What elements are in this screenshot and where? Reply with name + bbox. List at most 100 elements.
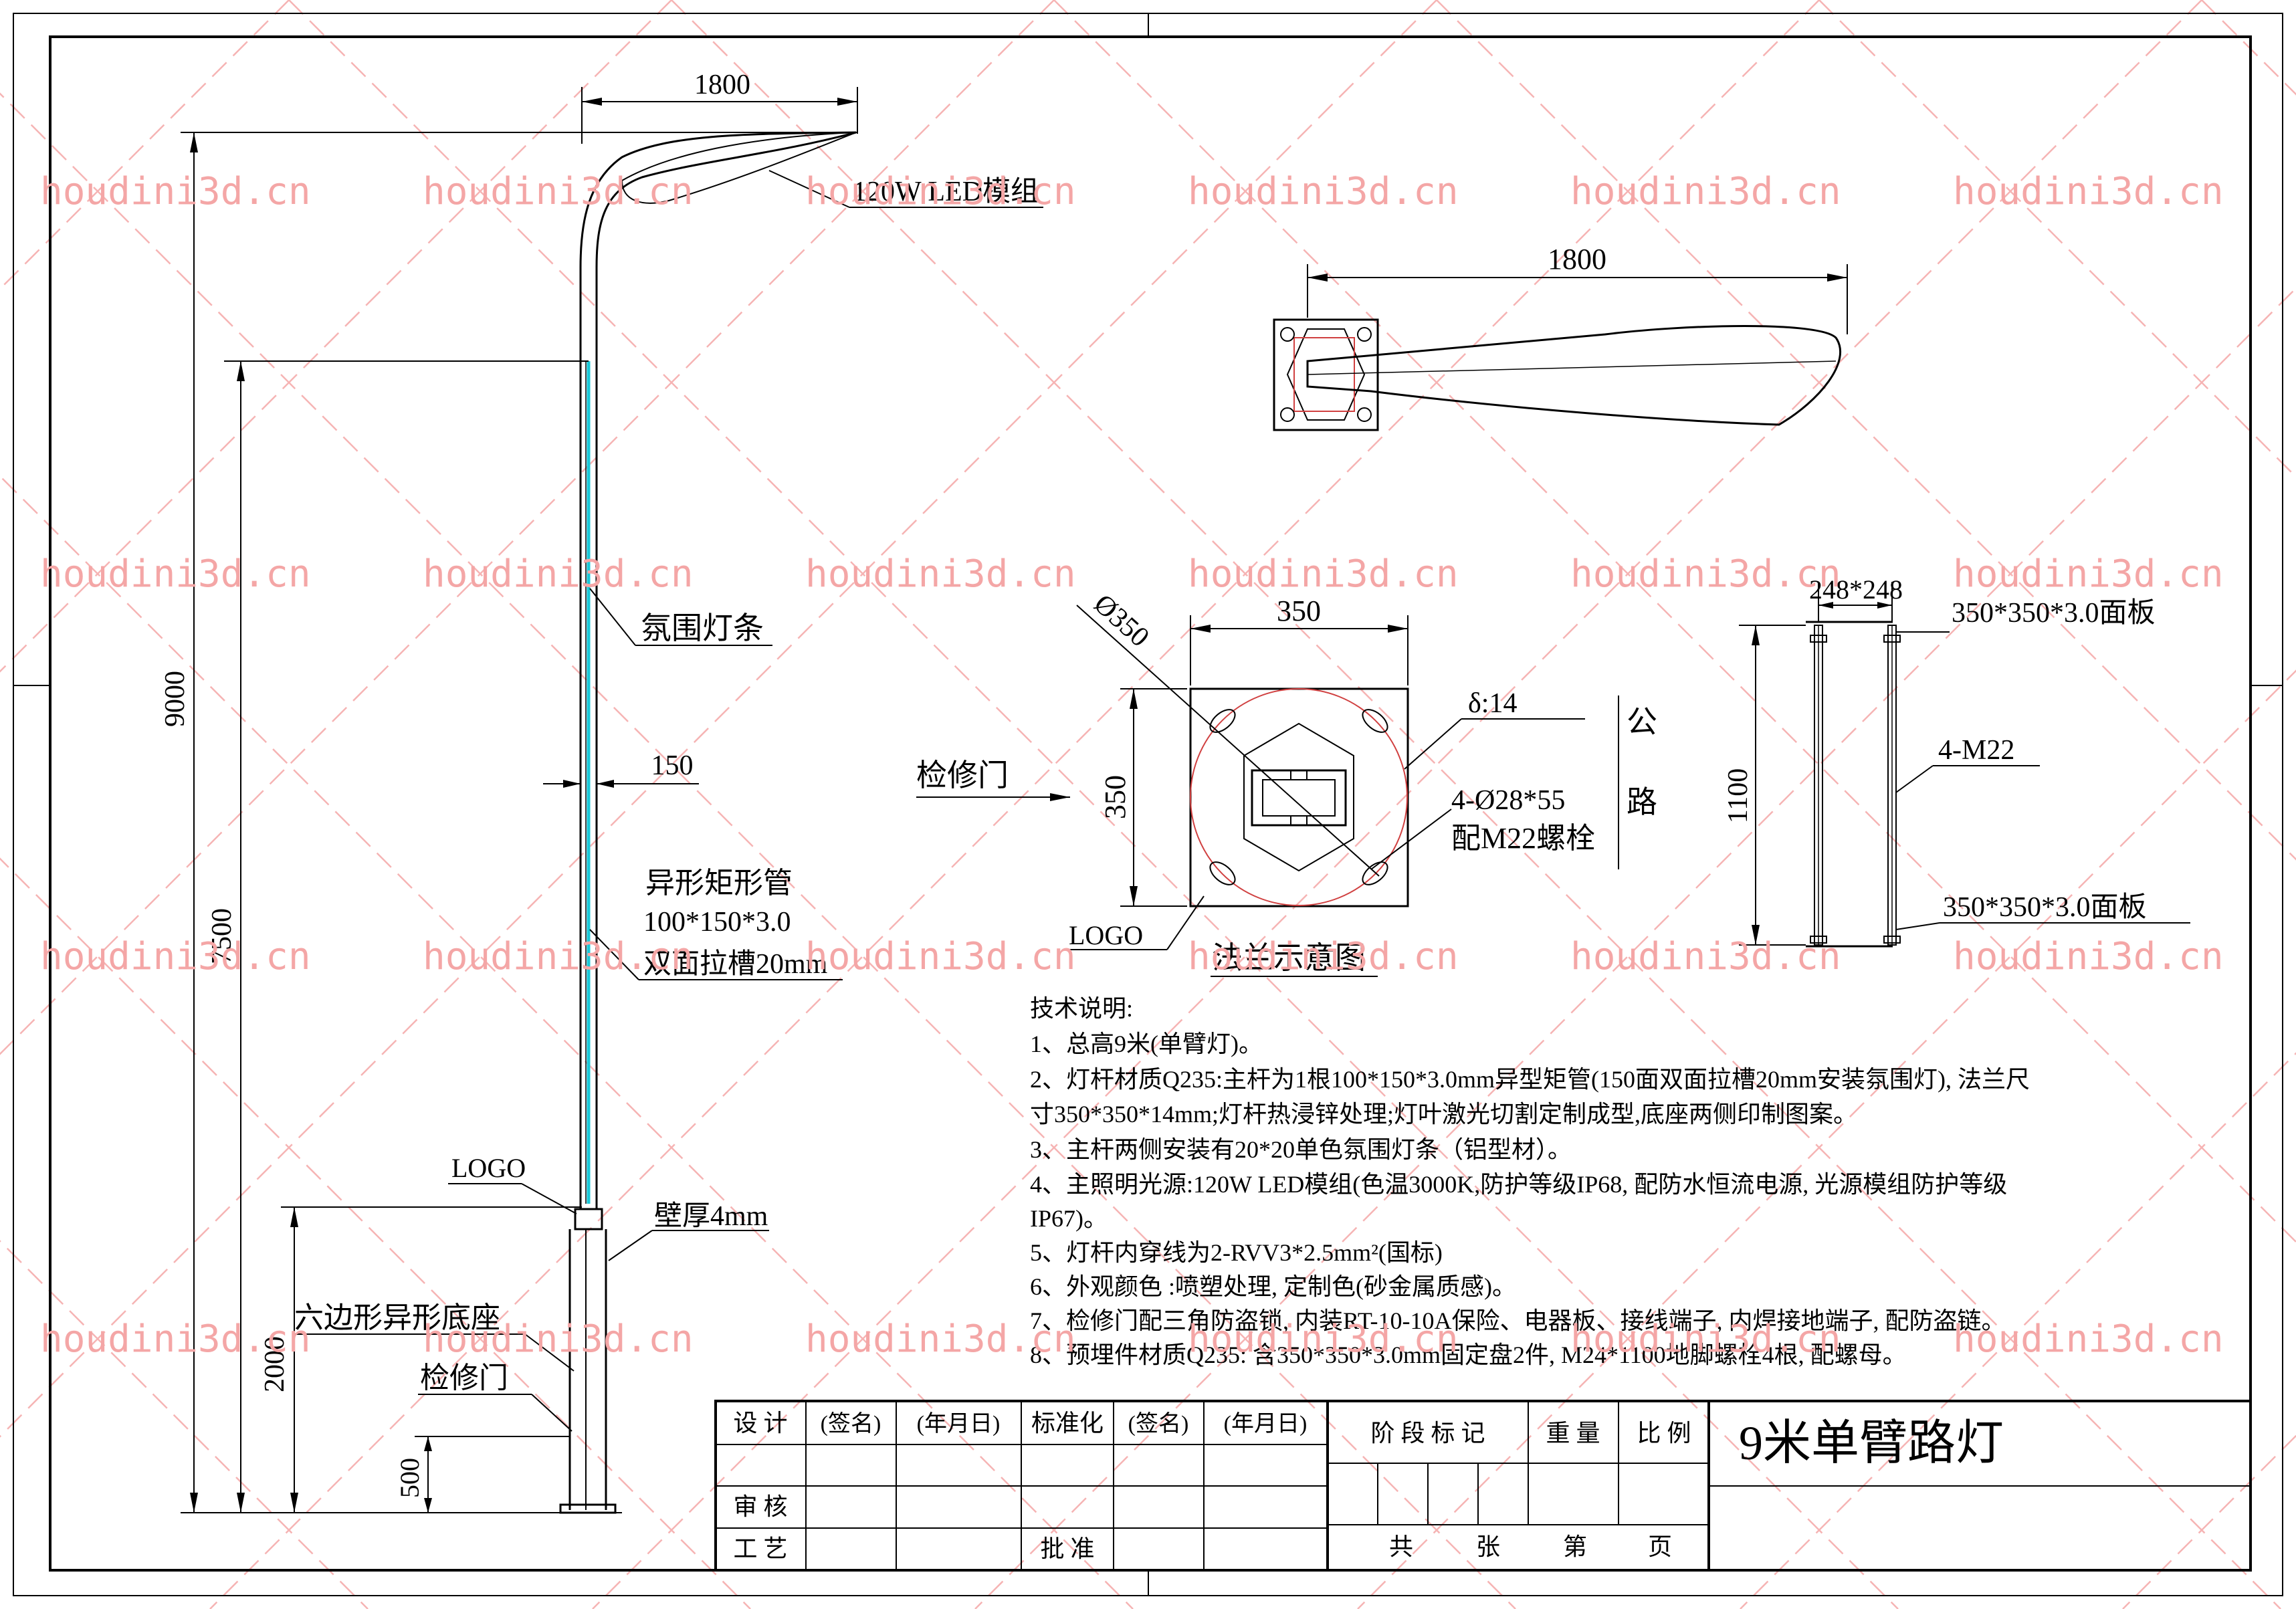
tb-date1: (年月日) (917, 1411, 1001, 1436)
technical-notes: 技术说明: 1、总高9米(单臂灯)。 2、灯杆材质Q235:主杆为1根100*1… (1030, 995, 2030, 1368)
notes-line-8: 6、外观颜色 :喷塑处理, 定制色(砂金属质感)。 (1030, 1273, 1516, 1300)
tb-sheet-no: 第 (1563, 1533, 1587, 1560)
watermark-line (974, 287, 2296, 1609)
watermark-line (592, 0, 2202, 1609)
plan-dim-arm-length: 1800 (1548, 243, 1606, 276)
watermark-line (0, 857, 751, 1609)
watermark-text: houdini3d.cn (40, 1317, 311, 1361)
notes-line-2: 2、灯杆材质Q235:主杆为1根100*150*3.0mm异型矩管(150面双面… (1030, 1066, 2030, 1093)
notes-line-10: 8、预埋件材质Q235: 含350*350*3.0mm固定盘2件, M24*11… (1030, 1342, 1907, 1368)
watermark-text: houdini3d.cn (423, 1317, 694, 1361)
plan-arm-blade (1306, 325, 1841, 426)
label-led-module: 120W LED模组 (853, 177, 1039, 207)
watermark-line (288, 0, 1899, 1609)
label-pipe-line2: 100*150*3.0 (643, 907, 791, 938)
watermark-text: houdini3d.cn (1953, 935, 2224, 978)
watermark-text: houdini3d.cn (805, 1317, 1076, 1361)
watermark-text: houdini3d.cn (423, 170, 694, 213)
tb-date2: (年月日) (1224, 1411, 1308, 1436)
label-logo: LOGO (451, 1153, 526, 1183)
plan-flange-square (1273, 318, 1379, 431)
flange-dim-height: 350 (1099, 775, 1132, 819)
embedded-bottom-plate: 350*350*3.0面板 (1943, 892, 2147, 923)
dim-strip-height: 7500 (207, 908, 237, 964)
notes-line-3: 寸350*350*14mm;灯杆热浸锌处理;灯叶激光切割定制成型,底座两侧印制图… (1030, 1101, 1857, 1128)
dim-door-height: 500 (395, 1458, 425, 1498)
flange-pole-section (1251, 769, 1347, 827)
flange-circle (1190, 688, 1408, 906)
tb-scale: 比 例 (1637, 1420, 1691, 1446)
flange-hexagon (1243, 722, 1354, 872)
watermark-text: houdini3d.cn (1188, 1317, 1459, 1361)
notes-line-9: 7、检修门配三角防盗锁, 内装RT-10-10A保险、电器板、接线端子, 内焊接… (1030, 1307, 2006, 1334)
watermark-line (2122, 1434, 2296, 1609)
label-inspection-door: 检修门 (420, 1362, 508, 1394)
plan-pole-section (1293, 337, 1355, 412)
drawing-title: 9米单臂路灯 (1739, 1416, 2004, 1470)
flange-bolts: 配M22螺栓 (1451, 822, 1595, 855)
watermark-line (0, 0, 1437, 1438)
watermark-line (671, 0, 2281, 1609)
embedded-dim-length: 1100 (1723, 768, 1754, 823)
tb-sheets-unit: 张 (1476, 1533, 1500, 1560)
dim-base-height: 2000 (259, 1336, 290, 1392)
dim-pole-width: 150 (651, 750, 694, 781)
pole-base-joint (574, 1208, 603, 1230)
watermark-text: houdini3d.cn (1188, 935, 1459, 978)
label-wall-thickness: 壁厚4mm (654, 1201, 768, 1232)
title-block: 设 计 (签名) (年月日) 标准化 (签名) (年月日) 审 核 工 艺 批 … (714, 1400, 2252, 1572)
watermark-line (0, 475, 1134, 1609)
tb-sign1: (签名) (821, 1411, 881, 1436)
tb-page: 页 (1648, 1533, 1672, 1560)
elevation-dimensions: 1800 9000 7500 2000 500 150 (160, 70, 858, 1513)
tb-design: 设 计 (733, 1410, 787, 1436)
tb-stage: 阶 段 标 记 (1370, 1420, 1485, 1446)
watermark-line (209, 0, 1820, 1609)
notes-line-7: 5、灯杆内穿线为2-RVV3*2.5mm²(国标) (1030, 1239, 1443, 1266)
watermark-line (0, 92, 1516, 1609)
watermark-text: houdini3d.cn (1188, 170, 1459, 213)
notes-title: 技术说明: (1030, 995, 1133, 1022)
watermark-text: houdini3d.cn (1953, 552, 2224, 596)
notes-line-4: 3、主杆两侧安装有20*20单色氛围灯条（铝型材）。 (1030, 1136, 1572, 1163)
plan-view: 1800 (1273, 243, 1848, 431)
watermark-text: houdini3d.cn (805, 935, 1076, 978)
dim-total-height: 9000 (160, 671, 191, 727)
tb-standard: 标准化 (1031, 1410, 1104, 1436)
watermark-text: houdini3d.cn (1570, 552, 1841, 596)
notes-line-6: IP67)。 (1030, 1205, 1108, 1232)
tb-weight: 重 量 (1546, 1420, 1600, 1446)
flange-holes: 4-Ø28*55 (1451, 785, 1565, 816)
embedded-top-plate: 350*350*3.0面板 (1952, 598, 2156, 629)
lamp-arm (579, 131, 857, 268)
label-pipe-line1: 异形矩形管 (645, 867, 793, 899)
watermark-text: houdini3d.cn (805, 552, 1076, 596)
watermark-text: houdini3d.cn (423, 552, 694, 596)
watermark-text: houdini3d.cn (1188, 552, 1459, 596)
watermark-line (0, 0, 1055, 1055)
embedded-bolt-label: 4-M22 (1938, 735, 2014, 766)
tb-review: 审 核 (733, 1493, 787, 1520)
elevation-leaders: 120W LED模组 氛围灯条 异形矩形管 100*150*3.0 双面拉槽20… (294, 170, 1043, 1432)
label-atmosphere-strip: 氛围灯条 (641, 611, 764, 645)
watermark-text: houdini3d.cn (423, 935, 694, 978)
flange-road-1: 公 (1627, 705, 1657, 739)
watermark-text: houdini3d.cn (1953, 170, 2224, 213)
flange-caption: 法兰示意图 (1212, 941, 1366, 975)
watermark-text: houdini3d.cn (805, 170, 1076, 213)
watermark-text: houdini3d.cn (40, 170, 311, 213)
embedded-parts: 248*248 1100 350*350*3.0面板 4-M22 350*350… (1723, 574, 2190, 948)
flange-road-2: 路 (1627, 785, 1657, 819)
lamp-arm-inner (595, 131, 857, 268)
flange-thickness: δ:14 (1468, 688, 1517, 719)
dim-arm-length: 1800 (694, 70, 750, 100)
watermark-line (2201, 0, 2296, 96)
tb-sheets-total: 共 (1389, 1533, 1413, 1560)
watermark-texts: houdini3d.cn houdini3d.cn houdini3d.cn houd… (40, 170, 2224, 1361)
sheet-inner-border (49, 35, 2252, 1572)
tb-sign2: (签名) (1128, 1411, 1189, 1436)
label-pipe-line3: 双面拉槽20mm (643, 948, 828, 980)
watermark-text: houdini3d.cn (1570, 935, 1841, 978)
